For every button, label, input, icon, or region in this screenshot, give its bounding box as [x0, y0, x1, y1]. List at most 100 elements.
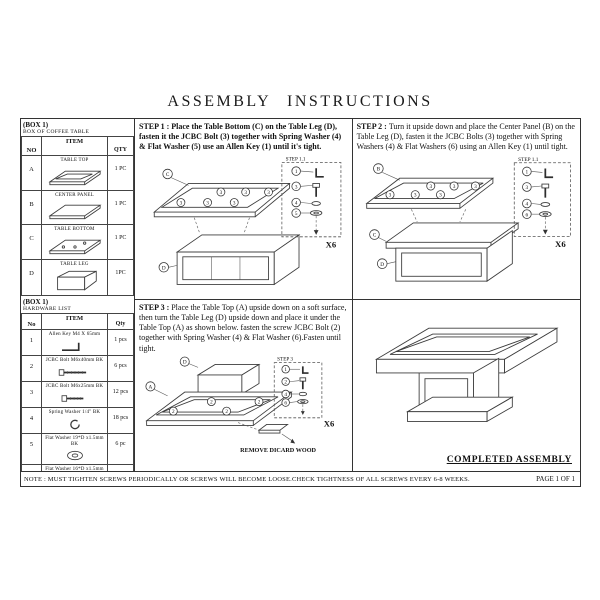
table-row: C TABLE BOTTOM [21, 224, 134, 260]
svg-text:3: 3 [220, 190, 223, 196]
hardware-item: JCBC Bolt M6x25mm BK [41, 381, 108, 408]
completed-table [374, 327, 559, 422]
step1-diagram: 3 3 3 3 3 3 C [153, 156, 342, 285]
step3-multiplier: X6 [324, 418, 335, 428]
sheet-main: (BOX 1) BOX OF COFFEE TABLE NO ITEM QTY … [21, 119, 580, 471]
svg-text:STEP 1.1: STEP 1.1 [518, 156, 539, 162]
footer-note: NOTE : MUST TIGHTEN SCREWS PERIODICALLY … [24, 475, 470, 483]
hardware-item: Allen Key M4 X 65mm [41, 329, 108, 356]
bolt-icon [312, 182, 320, 197]
completed-assembly-panel: COMPLETED ASSEMBLY [353, 300, 580, 471]
spring-washer-icon [298, 391, 308, 396]
step3-panel: STEP 3 :Place the Table Top (A) upside d… [135, 299, 353, 471]
bolt-icon [58, 368, 86, 376]
hardware-no: 2 [21, 355, 42, 382]
page-title: ASSEMBLY INSTRUCTIONS [167, 93, 433, 110]
step2-text: Turn it upside down and place the Center… [356, 122, 575, 152]
instruction-sheet: (BOX 1) BOX OF COFFEE TABLE NO ITEM QTY … [20, 118, 581, 487]
svg-text:2: 2 [172, 409, 175, 415]
hardware-table-header-row: No ITEM Qty [21, 313, 134, 330]
svg-text:1: 1 [295, 169, 298, 175]
sheet-footer: NOTE : MUST TIGHTEN SCREWS PERIODICALLY … [21, 471, 580, 486]
part-qty: 1 PC [107, 224, 134, 260]
svg-text:3: 3 [388, 192, 391, 198]
step1-table-leg [175, 233, 301, 285]
step3-diagram: D A 2 2 2 2 [145, 356, 335, 454]
hardware-box-label: (BOX 1) [23, 298, 49, 306]
hardware-col-qty: Qty [107, 313, 134, 330]
part-no: B [21, 189, 42, 225]
step2-label: STEP 2 : [356, 122, 387, 131]
hardware-no: 1 [21, 329, 42, 356]
step2-instructions: STEP 2 :Turn it upside down and place th… [357, 122, 576, 153]
step1-fastener-inset: STEP 1.1 1 3 4 [281, 156, 342, 237]
svg-text:3: 3 [474, 184, 477, 190]
parts-col-item: ITEM [41, 136, 108, 156]
hardware-item-label: Flat Washer 19*D x1.5mm BK [45, 436, 104, 447]
hardware-qty: 12 pc [107, 464, 134, 471]
svg-text:3: 3 [233, 200, 236, 206]
step2-leg-assembly [384, 222, 520, 282]
table-row: 3 JCBC Bolt M6x25mm BK 12 pcs [21, 381, 134, 408]
svg-text:3: 3 [295, 184, 298, 190]
page-number: PAGE 1 OF 1 [536, 475, 575, 483]
hardware-col-item: ITEM [41, 313, 108, 330]
svg-text:3: 3 [414, 192, 417, 198]
flat-washer-icon [66, 450, 83, 461]
hardware-no: 4 [21, 407, 42, 434]
hardware-qty: 1 pcs [107, 329, 134, 356]
table-row: 2 JCBC Bolt M6x40mm BK 6 pcs [21, 355, 134, 382]
svg-text:2: 2 [225, 409, 228, 415]
step1-panel: STEP 1 :Place the Table Bottom (C) on th… [135, 119, 353, 300]
step1-table-bottom [153, 182, 291, 217]
svg-text:3: 3 [452, 184, 455, 190]
arrow-down-icon [542, 229, 548, 235]
svg-text:6: 6 [284, 400, 287, 406]
arrow-down-icon [313, 229, 319, 235]
hardware-qty: 6 pc [107, 433, 134, 465]
svg-text:3: 3 [180, 200, 183, 206]
svg-text:B: B [376, 166, 380, 172]
parts-col-no: NO [21, 136, 42, 156]
bolt-icon [61, 394, 83, 402]
step3-table-top [145, 391, 293, 426]
part-item-label: CENTER PANEL [55, 192, 94, 198]
svg-text:4: 4 [295, 200, 298, 206]
parts-list-column: (BOX 1) BOX OF COFFEE TABLE NO ITEM QTY … [21, 119, 135, 471]
step2-panel: STEP 2 :Turn it upside down and place th… [352, 119, 580, 300]
step2-fastener-inset: STEP 1.1 1 3 4 [513, 156, 571, 237]
svg-text:1: 1 [525, 169, 528, 175]
spring-washer-icon [311, 200, 321, 206]
allen-key-icon [301, 366, 309, 374]
svg-text:3: 3 [439, 192, 442, 198]
step3-table-leg [196, 363, 261, 395]
part-item: TABLE LEG [41, 258, 108, 296]
svg-text:3: 3 [206, 200, 209, 206]
parts-box-header: (BOX 1) BOX OF COFFEE TABLE [21, 119, 134, 136]
svg-text:C: C [166, 172, 170, 178]
hardware-col-no: No [21, 313, 42, 330]
hardware-table: No ITEM Qty 1 Allen Key M4 X 65mm [21, 313, 134, 471]
part-qty: 1 PC [107, 155, 134, 191]
table-row: 1 Allen Key M4 X 65mm 1 pcs [21, 329, 134, 356]
parts-box-label: (BOX 1) [23, 121, 49, 129]
part-item: CENTER PANEL [41, 189, 108, 225]
svg-text:3: 3 [525, 185, 528, 191]
step3-instructions: STEP 3 :Place the Table Top (A) upside d… [139, 303, 348, 354]
svg-text:2: 2 [258, 399, 261, 405]
svg-text:3: 3 [429, 184, 432, 190]
step3-text: Place the Table Top (A) upside down on a… [139, 302, 347, 353]
step2-diagram: 3 3 3 3 3 3 B [365, 156, 571, 282]
flat-washer-icon [310, 209, 323, 216]
hardware-no: 3 [21, 381, 42, 408]
table-row: 4 Spring Washer 1/4" BK 18 pcs [21, 407, 134, 434]
svg-text:STEP 3: STEP 3 [277, 356, 293, 362]
svg-text:5: 5 [295, 211, 298, 217]
completed-assembly-label: COMPLETED ASSEMBLY [446, 454, 572, 465]
svg-text:3: 3 [267, 190, 270, 196]
flat-washer-icon [297, 398, 309, 404]
hardware-qty: 18 pcs [107, 407, 134, 434]
step1-multiplier: X6 [326, 239, 337, 249]
hardware-item-label: Spring Washer 1/4" BK [48, 410, 101, 415]
